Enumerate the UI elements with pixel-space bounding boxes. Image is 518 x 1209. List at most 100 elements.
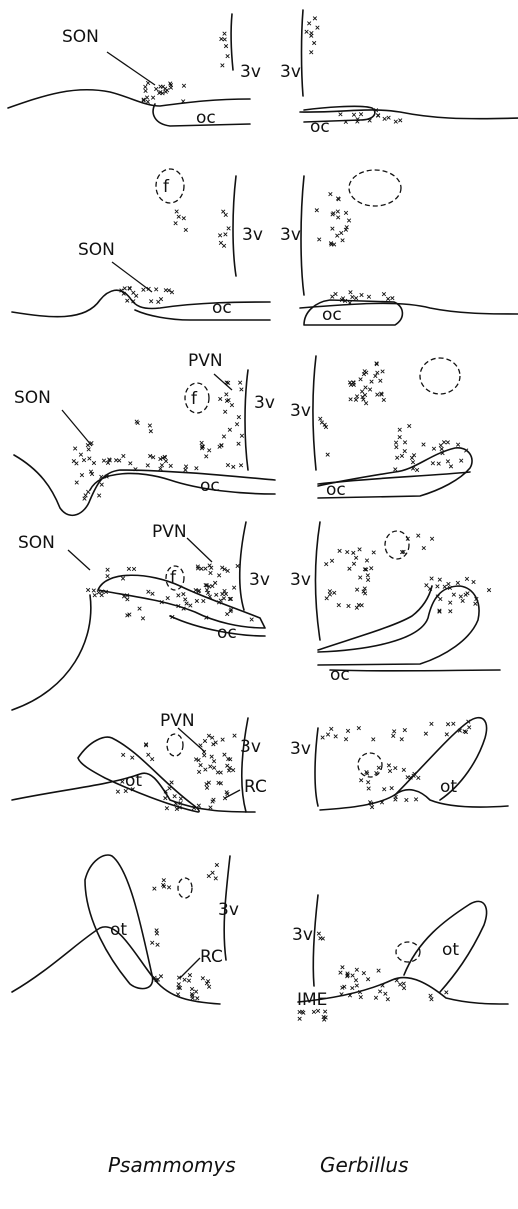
neuron-marker	[168, 786, 172, 790]
neuron-marker	[226, 54, 230, 58]
neuron-marker	[92, 589, 96, 593]
neuron-marker	[223, 32, 227, 36]
neuron-marker	[97, 494, 101, 498]
neuron-marker	[214, 877, 218, 881]
neuron-marker	[141, 617, 145, 621]
neuron-marker	[330, 559, 334, 563]
neuron-marker	[375, 771, 379, 775]
neuron-marker	[225, 393, 229, 397]
neuron-marker	[430, 722, 434, 726]
neuron-marker	[339, 231, 343, 235]
neuron-marker	[207, 985, 211, 989]
neuron-marker	[176, 993, 180, 997]
scattered-neuron-cluster	[200, 441, 211, 458]
neuron-marker	[369, 566, 373, 570]
neuron-marker	[219, 599, 223, 603]
neuron-marker	[142, 288, 146, 292]
neuron-marker	[201, 976, 205, 980]
neuron-marker	[317, 932, 321, 936]
neuron-marker	[197, 804, 201, 808]
neuron-marker	[182, 84, 186, 88]
neuron-marker	[312, 1010, 316, 1014]
neuron-marker	[167, 886, 171, 890]
optic-chiasm-label: oc	[212, 298, 232, 318]
neuron-marker	[383, 117, 387, 121]
neuron-marker	[92, 461, 96, 465]
neuron-marker	[174, 221, 178, 225]
neuron-marker	[320, 421, 324, 425]
rc-label: RC	[244, 777, 267, 797]
neuron-marker	[324, 562, 328, 566]
neuron-marker	[360, 603, 364, 607]
son-neuron-cluster	[142, 81, 186, 103]
neuron-marker	[184, 465, 188, 469]
neuron-marker	[146, 81, 150, 85]
neuron-marker	[310, 31, 314, 35]
neuron-marker	[130, 756, 134, 760]
neuron-marker	[430, 997, 434, 1001]
neuron-marker	[465, 577, 469, 581]
neuron-marker	[154, 288, 158, 292]
neuron-marker	[132, 291, 136, 295]
section-row-2-left: f SON 3v oc	[12, 169, 270, 320]
neuron-marker	[379, 379, 383, 383]
neuron-marker	[298, 1017, 302, 1021]
neuron-marker	[382, 398, 386, 402]
neuron-marker	[352, 113, 356, 117]
neuron-marker	[127, 567, 131, 571]
fornix-outline	[420, 358, 460, 394]
neuron-marker	[156, 300, 160, 304]
neuron-marker	[377, 969, 381, 973]
neuron-marker	[474, 602, 478, 606]
scattered-neuron-cluster	[135, 420, 153, 433]
neuron-marker	[218, 234, 222, 238]
neuron-marker	[459, 595, 463, 599]
neuron-marker	[80, 473, 84, 477]
neuron-marker	[407, 424, 411, 428]
ime-label: IME	[297, 990, 327, 1010]
neuron-marker	[403, 449, 407, 453]
neuron-marker	[223, 796, 227, 800]
section-row-6-left: 3v ot RC	[12, 855, 239, 1004]
neuron-marker	[150, 757, 154, 761]
neuron-marker	[360, 390, 364, 394]
neuron-marker	[326, 453, 330, 457]
scattered-neuron-cluster	[400, 534, 434, 554]
neuron-marker	[149, 299, 153, 303]
neuron-marker	[362, 971, 366, 975]
neuron-marker	[374, 374, 378, 378]
neuron-marker	[221, 210, 225, 214]
neuron-marker	[374, 996, 378, 1000]
neuron-marker	[165, 806, 169, 810]
neuron-marker	[170, 781, 174, 785]
neuron-marker	[364, 386, 368, 390]
neuron-marker	[305, 30, 309, 34]
neuron-marker	[371, 738, 375, 742]
pvn-label: PVN	[188, 351, 223, 371]
neuron-marker	[156, 943, 160, 947]
section-row-3-left: PVN f SON 3v oc	[14, 351, 275, 515]
neuron-marker	[222, 597, 226, 601]
son-neuron-cluster	[72, 441, 108, 500]
neuron-marker	[129, 462, 133, 466]
neuron-marker	[325, 597, 329, 601]
neuron-marker	[422, 546, 426, 550]
neuron-marker	[349, 398, 353, 402]
neuron-marker	[355, 395, 359, 399]
neuron-marker	[224, 213, 228, 217]
neuron-marker	[250, 618, 254, 622]
neuron-marker	[211, 871, 215, 875]
section-row-4-right: 3v oc	[290, 522, 500, 685]
neuron-marker	[403, 728, 407, 732]
neuron-marker	[182, 216, 186, 220]
neuron-marker	[346, 729, 350, 733]
scattered-neuron-cluster	[177, 592, 189, 610]
neuron-marker	[388, 769, 392, 773]
pvn-neuron-cluster	[194, 734, 236, 775]
optic-tract-label: ot	[440, 777, 457, 797]
neuron-marker	[321, 736, 325, 740]
neuron-marker	[237, 442, 241, 446]
neuron-marker	[220, 443, 224, 447]
neuron-marker	[159, 467, 163, 471]
